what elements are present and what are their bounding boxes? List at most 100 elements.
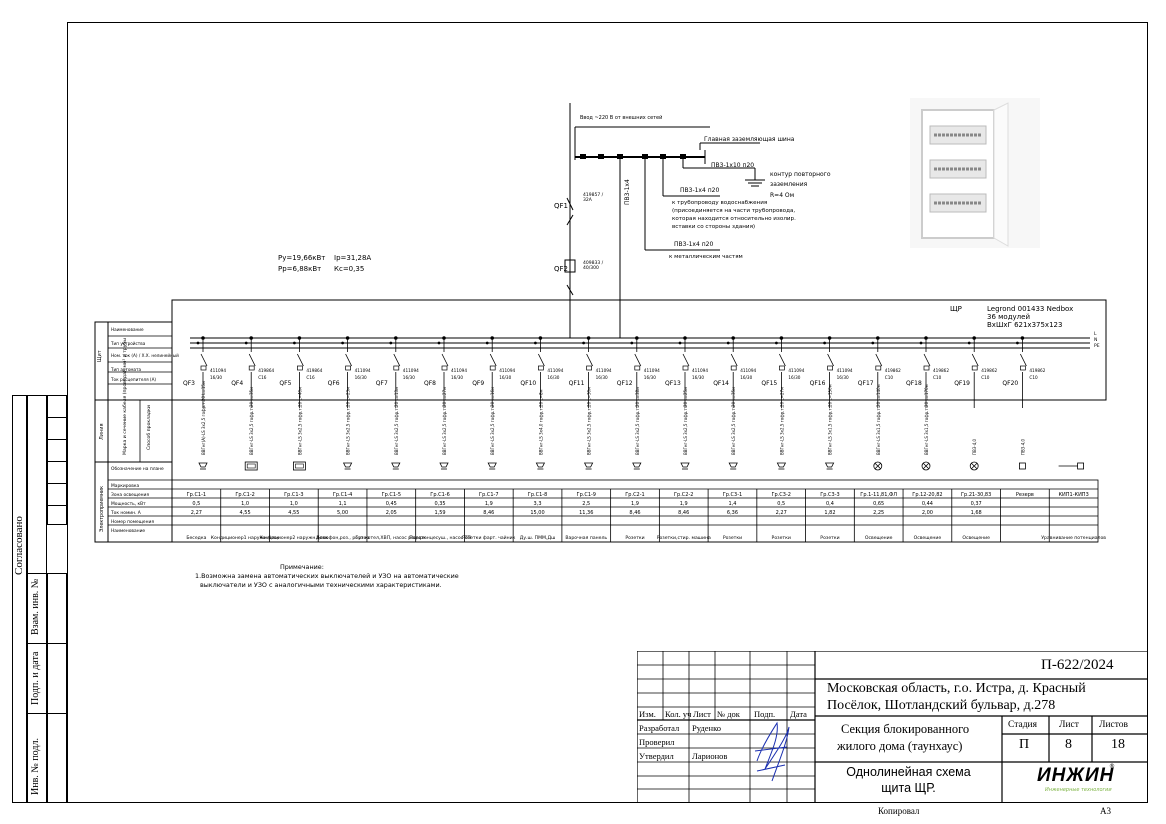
group-current: 15,00 [530,510,544,516]
copied-label: Копировал [878,806,920,816]
qf1-label: QF1 [554,202,568,210]
breaker-contact [200,353,208,367]
bus-junction [437,341,441,345]
breaker-spec: 16/30 [451,375,463,380]
breaker-contact [682,353,690,367]
socket-symbol [198,462,208,468]
breaker-spec: 16/30 [210,375,222,380]
group-name: Освещение [962,535,990,541]
breaker-body [586,365,592,371]
group-power: 1,0 [290,501,298,507]
breaker-body [779,365,785,371]
panel-size: ВхШхГ 621х375х123 [987,321,1063,329]
bus-junction [341,341,344,345]
left-row-label: Ток номин. А [110,510,141,516]
group-name: Уравнивание потенциалов [1041,535,1106,541]
sheets-label: Листов [1099,720,1129,730]
group-power: 0,5 [777,501,785,507]
breaker-name: QF20 [1002,380,1018,387]
breaker-body [971,365,978,371]
left-group-line: Линия [99,423,105,440]
notes-line-2: выключатели и УЗО с аналогичными техниче… [200,581,442,589]
group-power: 2,5 [582,501,590,507]
breaker-contact [1020,353,1027,367]
socket-symbol [824,462,835,468]
group-zone: Гр.С1-4 [333,492,352,498]
breaker-name: QF15 [761,380,777,387]
company-logo: ИНЖИН [1037,765,1115,786]
cable-spec: ВВГнг-LS 3х2,5 гофр.т.20 L=27м [779,387,784,455]
breaker-body [393,365,400,371]
group-power: 1,9 [631,501,639,507]
breaker-body [827,365,833,371]
bus-label-pe: PE [1094,344,1100,349]
group-current: 1,68 [971,510,982,516]
breaker-name: QF17 [858,380,874,387]
group-name: Полотенцесуш., насос ТП [409,535,471,541]
cable-spec: ВВГнг-LS 3х2,5 гофр.т.20 L=25м [683,387,688,455]
left-group-electro: Электроприемник [99,486,105,532]
breaker-body [538,365,544,371]
group-name: Кондиционер1 наружн.блок [211,535,280,541]
group-current: 2,27 [776,510,787,516]
water-label-1: к трубопроводу водоснабжения [672,200,768,206]
cable-spec: ВВГнг-LS 3х2,5 гофр.т.20 L=30м [587,387,592,455]
lamp-symbol [969,461,979,471]
breaker-code: 419862 [981,368,997,373]
breaker-contact [971,353,979,367]
breaker-contact [827,353,834,367]
group-power: 1,9 [485,501,493,507]
breaker-spec: 16/30 [499,375,511,380]
sheets-value: 18 [1111,737,1125,752]
breaker-contact [586,353,593,367]
socket-symbol [391,462,401,468]
group-zone: Гр.С1-9 [577,492,596,498]
group-zone: Гр.С1-5 [382,492,401,498]
water-label-4: вставки со стороны здания) [672,224,756,230]
side-approval-block: Согласовано Взам. инв. № Подп. и дата Ин… [12,395,67,803]
group-power: 0,37 [971,501,982,507]
bus-junction [630,341,634,345]
terminal-symbol [1019,462,1026,470]
group-current: 4,55 [288,510,299,516]
breaker-body [923,365,930,371]
breaker-spec: C10 [1029,375,1038,380]
group-name: Освещение [914,535,942,541]
breaker-spec: 16/30 [403,375,415,380]
left-cable-header: Марка и сечение кабеля (провода), мм² и … [122,338,128,455]
group-zone: Гр.С3-3 [820,492,839,498]
breaker-contact [297,353,304,367]
group-name: Беседка [186,535,206,541]
breaker-code: 411094 [451,368,467,373]
group-current: 1,59 [434,510,445,516]
role-checked: Проверил [639,737,675,747]
breaker-contact [875,353,883,367]
bus-junction [389,341,393,345]
lamp-cross [874,462,882,470]
breaker-name: QF10 [520,380,536,387]
breaker-body [441,365,448,371]
cable-spec: ВВГнг(А)-LS 3х2,5 гофр.т.20 L=15м [201,381,206,455]
breaker-code: 411094 [740,368,756,373]
breaker-spec: C16 [306,375,315,380]
bus-label-l: L [1094,332,1097,337]
role-approved: Утвердил [639,751,674,761]
group-zone: Резерв [1016,492,1034,498]
breaker-contact [248,353,256,367]
cable-spec: ВВГнг-LS 3х2,5 гофр.т.20 L=13м [394,387,399,455]
group-current: 8,46 [629,510,640,516]
socket-symbol [535,462,546,468]
cable-spec: ВВГнг-LS 3х2,5 гофр.т.20 L=35м [249,387,254,455]
bus-junction [823,341,826,345]
metal-label: к металлическим частям [669,254,743,260]
breaker-name: QF7 [376,380,388,387]
group-zone: Гр.С1-8 [528,492,547,498]
breaker-name: QF16 [810,380,826,387]
